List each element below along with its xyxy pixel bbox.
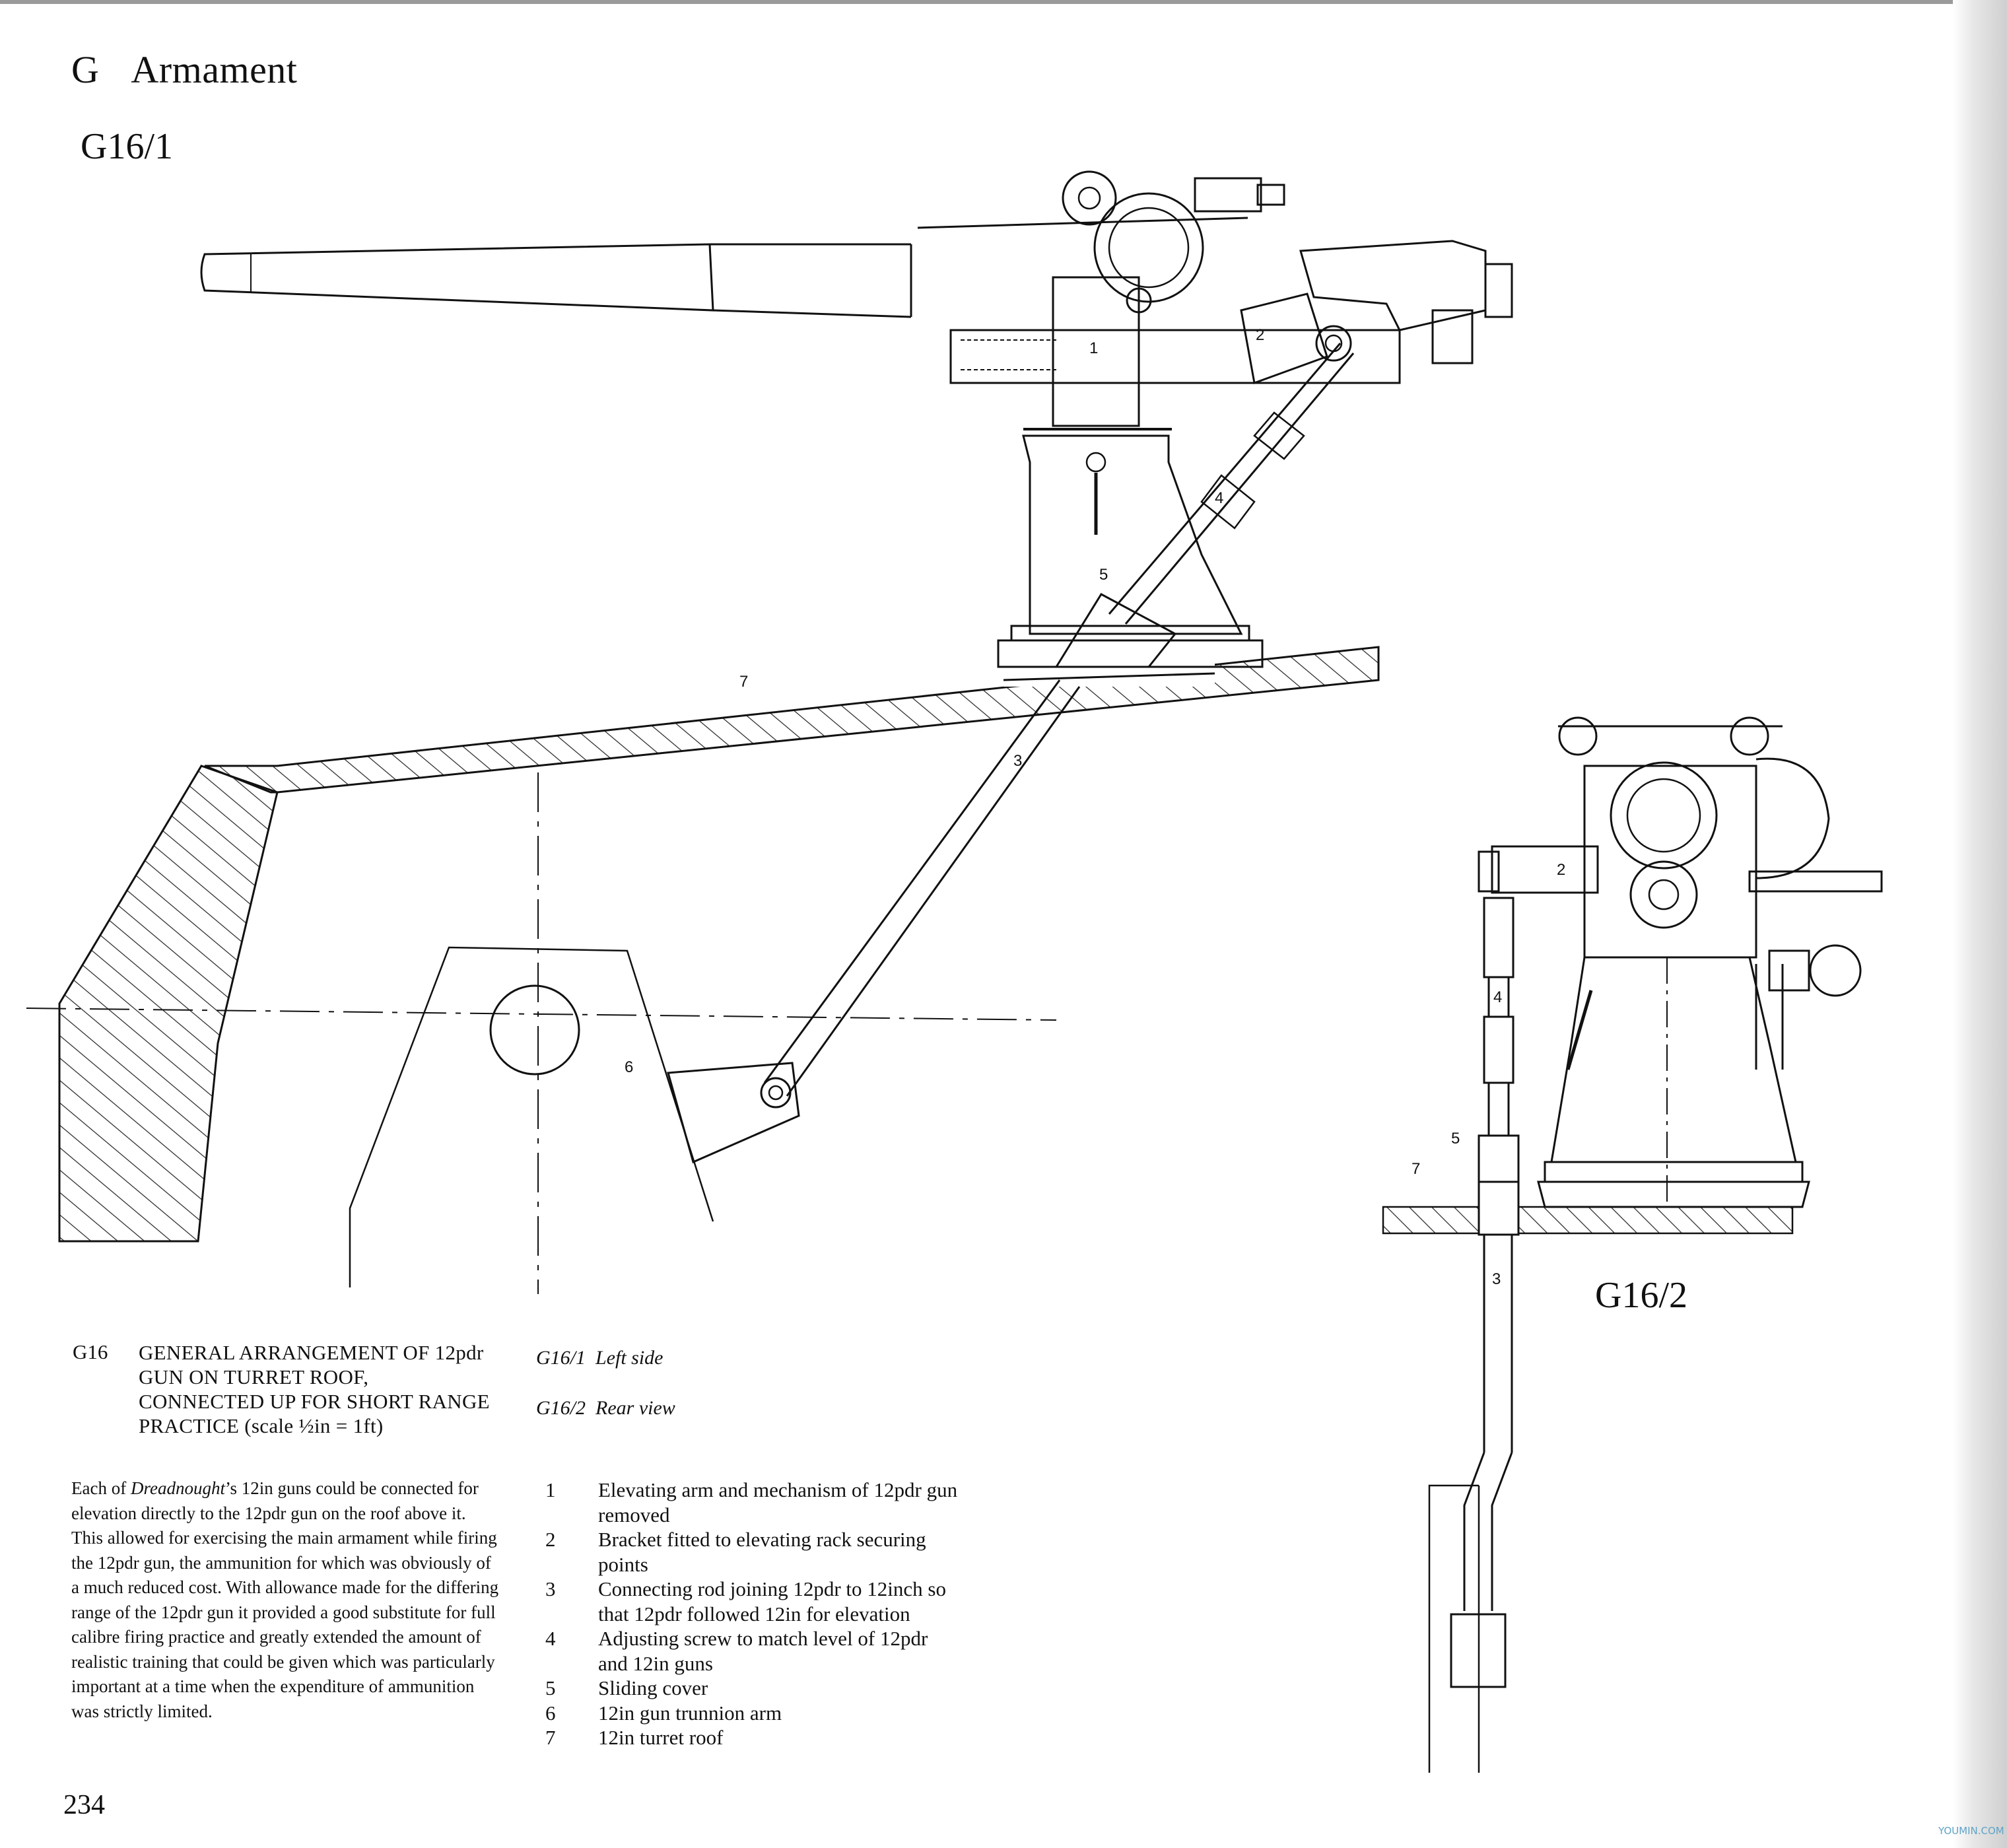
bracket-fitted xyxy=(1240,292,1328,385)
telescope xyxy=(917,217,1248,229)
turret-side-wall xyxy=(58,765,279,1243)
caption-title: GENERAL ARRANGEMENT OF 12pdr GUN ON TURR… xyxy=(139,1341,490,1437)
section-letter: G xyxy=(71,48,100,91)
callout-6: 6 xyxy=(625,1058,633,1076)
view-list: G16/1 Left side G16/2 Rear view xyxy=(536,1347,675,1447)
view-item: G16/1 Left side xyxy=(536,1347,663,1369)
connecting-rod xyxy=(763,679,1061,1083)
section-heading: G Armament xyxy=(71,48,297,92)
callout-4: 4 xyxy=(1215,489,1223,507)
callout-5: 5 xyxy=(1099,566,1108,584)
section-name: Armament xyxy=(131,48,298,91)
rear-view xyxy=(1382,716,1883,1773)
elevating-bracket xyxy=(1052,276,1140,427)
sliding-cover xyxy=(1054,593,1177,668)
rear-bracket xyxy=(1491,845,1599,894)
rear-roof-slab xyxy=(1382,1206,1794,1235)
gun-cradle xyxy=(949,329,1401,384)
rear-callout-2: 2 xyxy=(1557,861,1565,879)
trunnion-circle xyxy=(489,984,580,1076)
gun-pedestal xyxy=(1022,434,1243,635)
rear-callout-3: 3 xyxy=(1492,1270,1501,1288)
caption-body-prefix: Each of xyxy=(71,1478,131,1498)
page-number: 234 xyxy=(63,1790,105,1820)
trunnion-centerline-horizontal xyxy=(26,1008,1057,1021)
callout-7: 7 xyxy=(739,673,748,691)
trunnion-cradle xyxy=(349,946,714,1287)
caption-id: G16 xyxy=(73,1340,108,1363)
rear-callout-4: 4 xyxy=(1493,988,1502,1006)
gun-barrel xyxy=(200,243,714,312)
caption-ship-name: Dreadnought xyxy=(130,1478,225,1498)
rear-callout-7: 7 xyxy=(1412,1160,1420,1178)
view-item: G16/2 Rear view xyxy=(536,1397,675,1419)
page-top-edge xyxy=(0,0,2007,4)
figure-label-g16-2: G16/2 xyxy=(1595,1275,1687,1316)
gun-breech xyxy=(1299,240,1487,331)
caption-body-text: ’s 12in guns could be connected for elev… xyxy=(71,1478,499,1721)
caption-body: Each of Dreadnought’s 12in guns could be… xyxy=(71,1476,500,1724)
callout-2: 2 xyxy=(1256,326,1264,344)
watermark: YOUMIN.COM xyxy=(1938,1825,2004,1837)
sight-dial xyxy=(1093,192,1204,303)
figure-label-g16-1: G16/1 xyxy=(81,126,173,167)
page-binding-shadow xyxy=(1953,0,2007,1848)
rear-breech-ring xyxy=(1610,761,1718,870)
rear-pedestal xyxy=(1550,956,1797,1163)
left-side-view xyxy=(26,170,1513,1294)
trunnion-arm xyxy=(667,1062,800,1164)
callout-1: 1 xyxy=(1089,339,1098,357)
callout-3: 3 xyxy=(1013,752,1022,770)
rear-callout-5: 5 xyxy=(1451,1130,1460,1147)
